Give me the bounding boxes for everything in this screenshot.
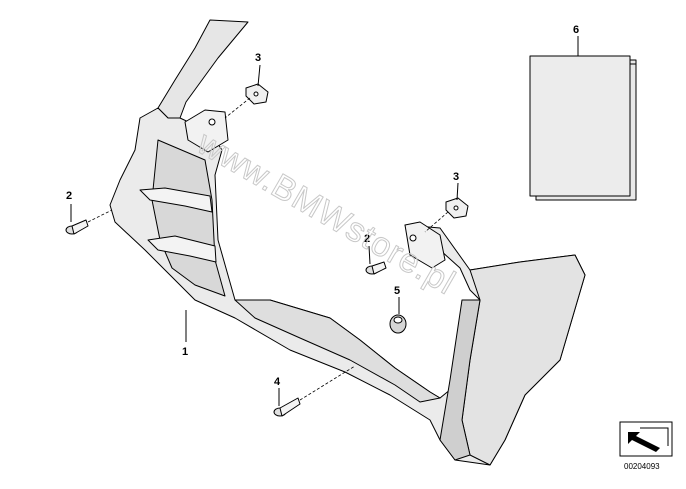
fairing-right-tab bbox=[404, 221, 446, 269]
arrow-icon-bracket bbox=[640, 427, 669, 446]
part-3-clip-upper bbox=[245, 83, 269, 105]
fairing-rib-upper bbox=[139, 187, 213, 213]
clip-lower-hole bbox=[453, 205, 459, 211]
part-5-grommet bbox=[389, 314, 407, 334]
fairing-upper-arm bbox=[157, 19, 249, 119]
dash-clip-upper bbox=[224, 97, 251, 119]
grommet-hole bbox=[393, 316, 403, 324]
part-2-screw-right bbox=[365, 261, 387, 275]
next-page-arrow-icon[interactable] bbox=[619, 421, 673, 457]
part-4-bolt bbox=[273, 397, 301, 417]
callout-2a: 2 bbox=[66, 190, 72, 202]
fairing-left-tab bbox=[184, 109, 229, 153]
leader-lines bbox=[70, 36, 579, 406]
callout-6: 6 bbox=[573, 24, 579, 36]
watermark-text: www.BMWstore.pl bbox=[190, 124, 462, 303]
leader-3b bbox=[456, 182, 459, 201]
part-1-fairing bbox=[109, 19, 586, 466]
dash-screw-left bbox=[87, 209, 113, 223]
right-tab-hole bbox=[409, 234, 417, 242]
screw-left-shank bbox=[71, 219, 89, 235]
callout-3a: 3 bbox=[255, 52, 261, 64]
arrow-icon-frame bbox=[619, 421, 673, 457]
screw-right-shank bbox=[371, 261, 387, 275]
left-tab-hole bbox=[208, 118, 216, 126]
fairing-bottom-channel bbox=[234, 299, 441, 403]
leader-3a bbox=[257, 64, 261, 87]
callout-labels: 1 2 2 3 3 4 5 6 bbox=[66, 24, 579, 388]
bolt-shank bbox=[279, 397, 301, 417]
callout-1: 1 bbox=[182, 346, 188, 358]
fairing-rib-lower bbox=[147, 235, 217, 263]
part-2-screw-left bbox=[65, 219, 89, 235]
leader-2b bbox=[368, 245, 371, 265]
booklet-front bbox=[529, 55, 631, 197]
arrow-icon-glyph bbox=[628, 432, 660, 452]
assembly-lines bbox=[87, 97, 449, 401]
callout-4: 4 bbox=[274, 376, 281, 388]
dash-bolt bbox=[299, 365, 356, 401]
callout-3b: 3 bbox=[453, 171, 459, 183]
fairing-right-edge bbox=[439, 299, 481, 461]
part-3-clip-lower bbox=[445, 197, 469, 219]
clip-upper-hole bbox=[253, 91, 259, 97]
callout-2b: 2 bbox=[364, 233, 370, 245]
fairing-right-wing bbox=[461, 254, 586, 466]
callout-5: 5 bbox=[394, 285, 400, 297]
document-id: 00204093 bbox=[624, 462, 660, 471]
dash-clip-lower bbox=[424, 211, 449, 233]
part-6-booklet bbox=[529, 55, 637, 201]
